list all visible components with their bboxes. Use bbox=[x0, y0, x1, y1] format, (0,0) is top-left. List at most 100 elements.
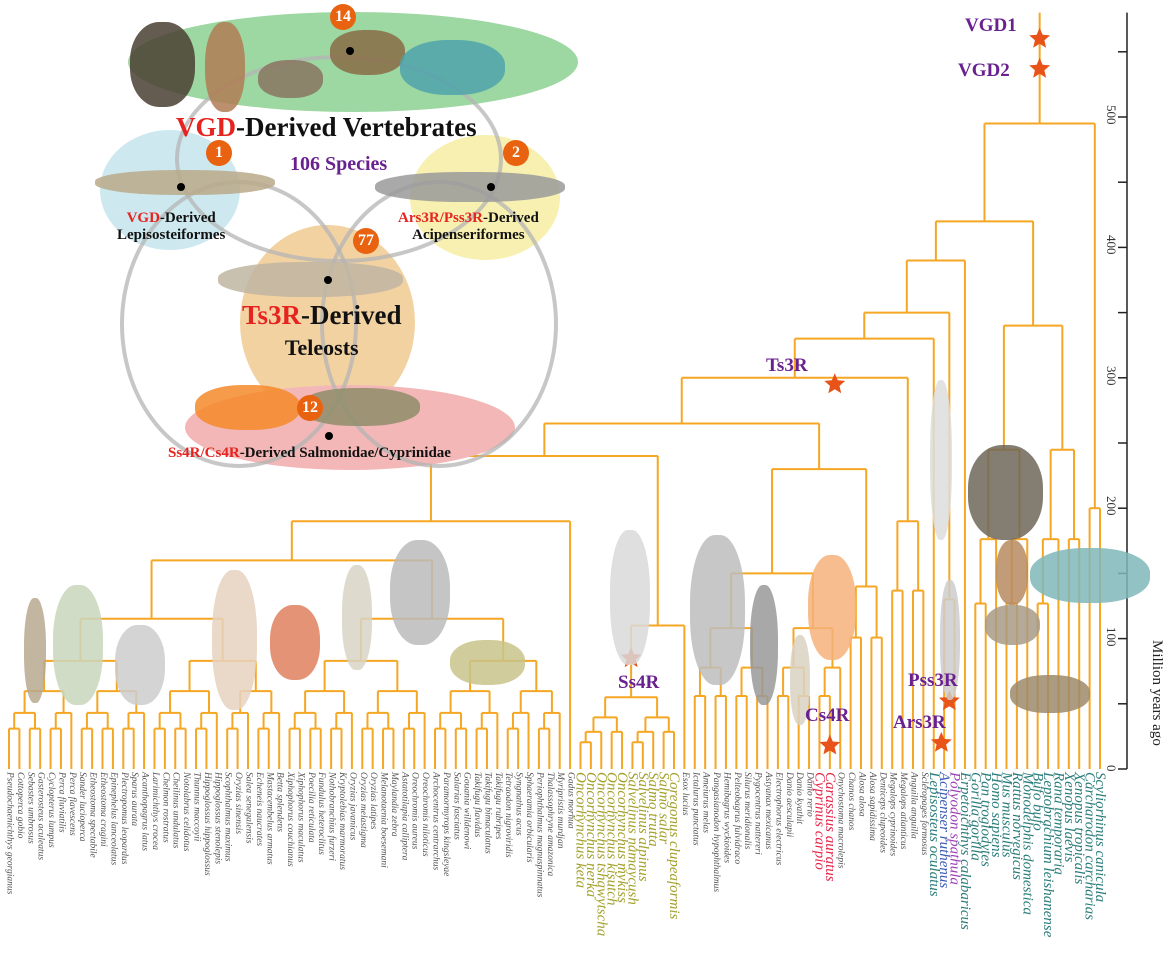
label-prefix: VGD bbox=[176, 112, 236, 142]
species-label: Denticeps clupeoides bbox=[877, 772, 888, 853]
species-label: Thunnus maccoyii bbox=[191, 772, 202, 842]
species-label: Bufo bufo bbox=[1029, 772, 1046, 831]
species-label: Chanos chanos bbox=[846, 772, 857, 831]
wgd-star-ars3r bbox=[930, 731, 952, 752]
species-label: Scyliorhinus canicula bbox=[1092, 772, 1108, 903]
gar-image bbox=[95, 170, 275, 195]
label-line2: Acipenseriformes bbox=[412, 227, 525, 243]
species-label: Erpetoichthys calabaricus bbox=[956, 772, 973, 930]
species-label: Pygocentrus nattereri bbox=[752, 772, 763, 855]
species-label: Nothobranchius furzeri bbox=[326, 772, 337, 861]
species-label: Betta splendens bbox=[274, 772, 285, 832]
sturgeon-image bbox=[375, 172, 565, 202]
species-label: Silurus meridionalis bbox=[742, 772, 753, 850]
axis-tick-label: 0 bbox=[1104, 765, 1119, 772]
species-label: Takifugu rubripes bbox=[492, 772, 503, 840]
species-label: Ameiurus melas bbox=[700, 772, 711, 833]
event-label-pss3r: Pss3R bbox=[908, 670, 958, 691]
species-label: Astatotilapia calliptera bbox=[399, 772, 410, 861]
species-label: Rana temporaria bbox=[1050, 772, 1067, 875]
label-suffix: -Derived Vertebrates bbox=[236, 112, 477, 142]
species-label: Mastacembelus armatus bbox=[264, 772, 275, 865]
species-label: Leptobrachium leishanense bbox=[1040, 772, 1057, 938]
species-label: Syngnathus acus bbox=[513, 772, 524, 836]
species-label: Rattus norvegicus bbox=[1008, 772, 1025, 880]
species-label: Cheilinus undulatus bbox=[170, 772, 181, 849]
species-label: Electrophorus electricus bbox=[773, 772, 784, 866]
sturgeon-image bbox=[940, 580, 960, 700]
species-label: Xiphophorus maculatus bbox=[295, 772, 306, 863]
salmonidae-label: Ss4R/Cs4R-Derived Salmonidae/Cyprinidae bbox=[168, 445, 451, 462]
species-label: Hemibagrus wyckioides bbox=[721, 772, 732, 864]
species-label: Homo sapiens bbox=[988, 772, 1005, 858]
species-label: Oncorhynchus tshawytscha bbox=[593, 772, 610, 937]
species-label: Sphaeramia orbicularis bbox=[524, 772, 535, 863]
shark-image bbox=[400, 40, 505, 95]
label-prefix: Ars3R/Pss3R bbox=[398, 210, 483, 226]
species-label: Salvelinus alpinus bbox=[634, 772, 651, 882]
species-label: Monodelphis domestica bbox=[1019, 772, 1036, 915]
event-label-ars3r: Ars3R bbox=[893, 712, 946, 733]
species-label: Xiphophorus couchianus bbox=[285, 772, 296, 867]
species-label: Tetraodon nigroviridis bbox=[503, 772, 514, 858]
vertebrates-label: VGD-Derived Vertebrates bbox=[176, 112, 477, 143]
species-label: Danio aesculapii bbox=[783, 772, 794, 838]
species-label: Oryzias sinensis bbox=[233, 772, 244, 835]
species-label: Hippoglossus hippoglossus bbox=[201, 772, 212, 876]
species-label: Archocentrus centrarchus bbox=[430, 772, 441, 871]
event-label-vgd1: VGD1 bbox=[965, 15, 1017, 36]
human-image bbox=[996, 540, 1028, 605]
species-label: Acanthopagrus latus bbox=[139, 772, 150, 851]
count-badge-acipenseriformes: 2 bbox=[503, 140, 529, 166]
wgd-star-ts3r bbox=[824, 373, 846, 394]
wgd-star-cs4r bbox=[819, 734, 841, 755]
species-label: Poecilia reticulata bbox=[305, 772, 316, 843]
species-label: Plectropomus leopardus bbox=[118, 772, 129, 865]
species-label: Takifugu flavidus bbox=[472, 772, 483, 838]
species-label: Alosa alosa bbox=[856, 772, 867, 817]
species-label: Polyodon spathula bbox=[946, 772, 963, 885]
wgd-star-pss3r bbox=[938, 690, 960, 711]
event-label-ss4r: Ss4R bbox=[618, 672, 660, 693]
trout-image bbox=[610, 530, 650, 665]
species-label: Alosa sapidissima bbox=[866, 772, 877, 841]
eel-image bbox=[750, 585, 778, 705]
species-label: Astyanax mexicanus bbox=[763, 772, 773, 850]
shark-image bbox=[1030, 548, 1150, 603]
species-label: Scophthalmus maximus bbox=[222, 772, 233, 862]
catfish-image bbox=[690, 535, 745, 685]
mouse-image bbox=[985, 605, 1040, 645]
species-label: Megalops cyprinoides bbox=[887, 772, 898, 857]
species-label: Perca fluviatilis bbox=[56, 772, 67, 833]
species-label: Salmo trutta bbox=[645, 772, 662, 847]
event-label-vgd2: VGD2 bbox=[958, 60, 1010, 81]
perch-image bbox=[53, 585, 103, 705]
species-label: Xenopus tropicalis bbox=[1071, 772, 1088, 885]
species-label: Oryzias javanicus bbox=[347, 772, 358, 841]
species-label: Scleropages formosus bbox=[918, 772, 929, 856]
axis-title: Million years ago bbox=[1149, 640, 1165, 746]
lepisosteiformes-label: VGD-Derived Lepisosteiformes bbox=[117, 210, 225, 244]
species-label: Gasterosteus aculeatus bbox=[35, 772, 46, 861]
count-badge-salmonidae: 12 bbox=[297, 395, 323, 421]
count-badge-vertebrates: 14 bbox=[330, 4, 356, 30]
species-label: Cottoperca gobio bbox=[14, 772, 25, 839]
species-label: Paramormyrops kingsleyae bbox=[440, 772, 451, 877]
species-label: Sparus aurata bbox=[129, 772, 140, 827]
species-label: Salea senegalensis bbox=[243, 772, 254, 844]
species-label: Salmo salar bbox=[655, 772, 672, 845]
species-label: Pan troglodytes bbox=[977, 772, 994, 867]
species-label: Sander lucioperca bbox=[77, 772, 88, 842]
species-label: Acipenser ruthenus bbox=[936, 772, 953, 889]
species-label: Anguilla anguilla bbox=[908, 772, 919, 839]
species-label: Salarias fasciatus bbox=[451, 772, 462, 840]
species-label: Oryzias latipes bbox=[368, 772, 379, 830]
species-label: Kryptolebias marmoratus bbox=[336, 772, 347, 870]
species-label: Ictalurus punctatus bbox=[690, 772, 701, 846]
human-image bbox=[205, 22, 245, 112]
count-badge-lepisosteiformes: 1 bbox=[206, 140, 232, 166]
label-suffix: -Derived bbox=[159, 210, 216, 226]
species-count-label: 106 Species bbox=[290, 153, 388, 175]
node-dot bbox=[324, 276, 332, 284]
acipenseriformes-label: Ars3R/Pss3R-Derived Acipenseriformes bbox=[398, 210, 539, 244]
